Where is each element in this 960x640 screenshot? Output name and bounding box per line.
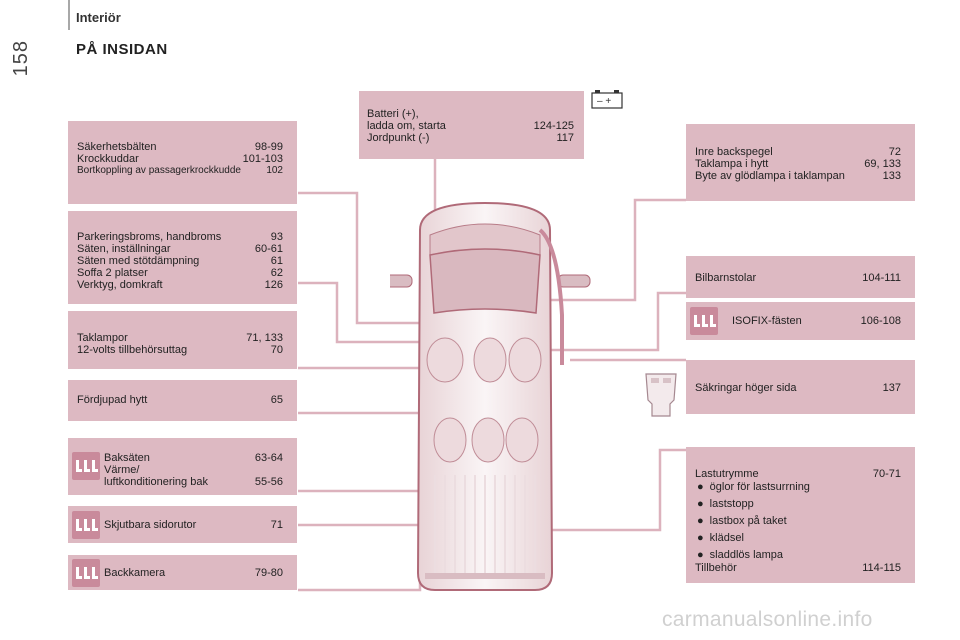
cargo-bullet: ●lastbox på taket [697,515,787,527]
section-title: Interiör [76,10,121,25]
battery-icon: – + [591,90,623,109]
seat-row-icon [72,511,100,539]
cargo-bullet: ●klädsel [697,532,744,544]
battery-row: Jordpunkt (-)117 [367,132,574,144]
cargo-bullet: ●laststopp [697,498,754,510]
seat-row-icon [72,559,100,587]
van-diagram [390,201,591,591]
rear-seat-row: Värme/ [104,464,140,476]
section-bar [68,0,70,30]
battery-row: Batteri (+), [367,108,419,120]
seat-row-icon [690,307,718,335]
page-heading: PÅ INSIDAN [76,41,168,58]
cargo-bullet: ●sladdlös lampa [697,549,784,561]
cargo-bullet: ●öglor för lastsurrning [697,481,810,493]
seat-row-icon [72,452,100,480]
watermark: carmanualsonline.info [662,608,873,631]
battery-symbol: – + [597,96,611,107]
fuse-box-icon [645,373,677,417]
page-number: 158 [10,40,32,77]
